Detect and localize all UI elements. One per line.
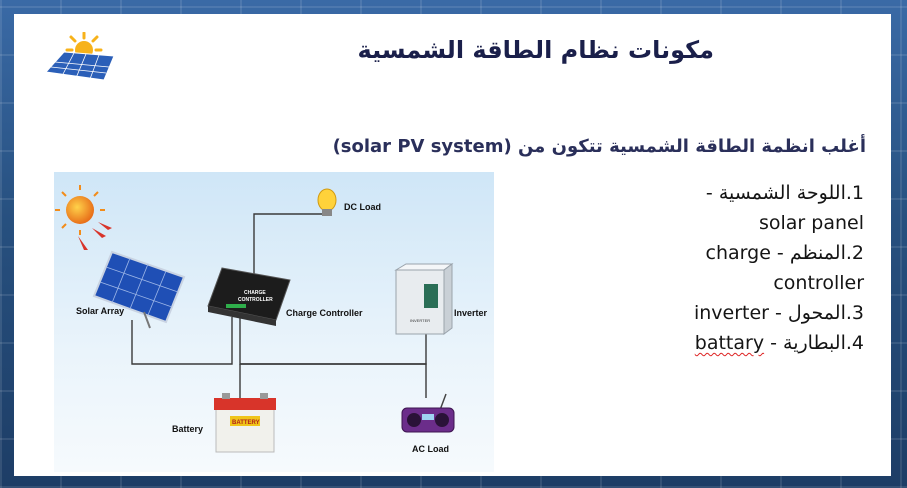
item-arabic: البطارية [783,332,846,354]
item-separator: - [768,302,788,324]
list-item: 2.المنظم - charge controller [614,238,864,298]
item-arabic: اللوحة الشمسية [718,182,846,204]
radio-icon [401,393,455,433]
subtitle-arabic: أغلب انظمة الطاقة الشمسية تتكون من [517,136,866,157]
item-separator: - [764,332,784,354]
controller-text-2: CONTROLLER [238,297,273,303]
battery-icon: BATTERY [214,393,276,453]
label-battery: Battery [172,424,203,434]
sun-icon [55,185,112,250]
slide-subtitle: أغلب انظمة الطاقة الشمسية تتكون من (sola… [284,136,866,157]
inverter-icon: INVERTER [394,263,454,335]
solar-logo-icon [44,32,115,81]
label-ac-load: AC Load [412,444,449,454]
item-number: 2. [845,242,864,264]
item-arabic: المنظم [789,242,846,264]
label-inverter: Inverter [454,308,488,318]
item-separator: - [770,242,790,264]
item-number: 1. [845,182,864,204]
label-solar-array: Solar Array [76,306,124,316]
label-charge-controller: Charge Controller [286,308,363,318]
item-english: battary [694,332,765,354]
components-list: 1.اللوحة الشمسية - solar panel 2.المنظم … [614,178,864,358]
slide-title: مكونات نظام الطاقة الشمسية [357,36,714,64]
list-item: 1.اللوحة الشمسية - solar panel [614,178,864,238]
item-number: 3. [845,302,864,324]
charge-controller-icon: CHARGE CONTROLLER [207,267,291,326]
item-english: inverter [693,302,769,324]
list-item: 4.البطارية - battary [614,328,864,358]
item-english: charge controller [705,242,864,294]
item-arabic: المحول [787,302,846,324]
controller-text-1: CHARGE [244,290,266,296]
item-english: solar panel [758,212,864,234]
list-item: 3.المحول - inverter [614,298,864,328]
solar-system-diagram: Solar Array CHARGE CONTROLLER Charge Con… [54,172,494,472]
solar-panel-icon [92,250,186,329]
battery-plate-text: BATTERY [232,420,260,426]
slide: مكونات نظام الطاقة الشمسية أغلب انظمة ال… [14,14,891,476]
light-bulb-icon [317,188,337,216]
subtitle-english: (solar PV system) [332,136,512,157]
item-number: 4. [845,332,864,354]
label-dc-load: DC Load [344,202,381,212]
wiring [131,213,427,398]
item-separator: - [705,182,719,204]
inverter-plate-text: INVERTER [410,318,430,323]
